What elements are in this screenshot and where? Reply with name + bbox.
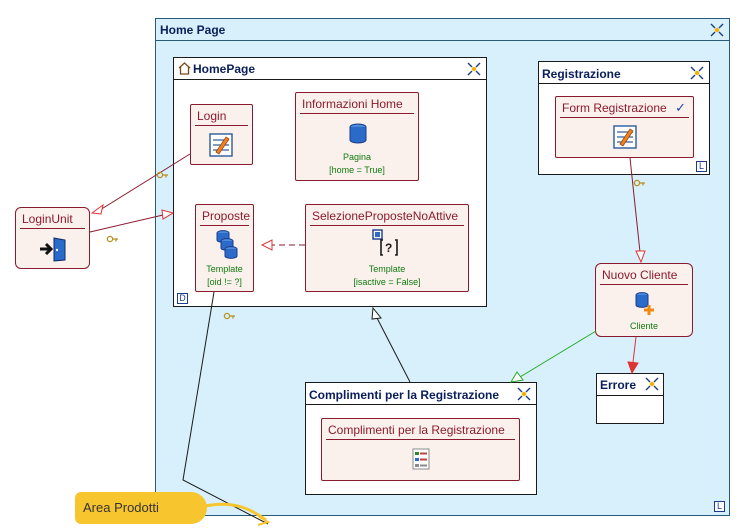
index-unit-icon: [216, 230, 238, 259]
selezione-entity: Template: [368, 264, 406, 274]
callout-arrowhead: [257, 515, 271, 526]
svg-text:?: ?: [385, 241, 392, 255]
entry-form-icon: [209, 133, 233, 157]
homepage-title: HomePage: [193, 62, 256, 76]
area-title: Home Page: [160, 23, 226, 37]
create-unit-icon: [635, 292, 654, 315]
landmark-icon: [690, 66, 704, 80]
unit-rule: [600, 284, 688, 285]
data-unit-icon: [349, 123, 367, 144]
unit-rule: [200, 225, 249, 226]
unit-rule: [195, 125, 248, 126]
landmark-icon: [645, 377, 659, 391]
complimenti-title: Complimenti per la Registrazione: [309, 388, 500, 402]
proposte-unit[interactable]: Proposte Template [oid != ?]: [195, 204, 254, 292]
nuovo-cliente-entity: Cliente: [629, 321, 658, 331]
errore-title-rule: [597, 395, 663, 396]
default-badge: D: [177, 293, 188, 304]
key-icon: [106, 235, 118, 243]
form-registrazione-title: Form Registrazione: [562, 101, 667, 115]
nuovo-cliente-title: Nuovo Cliente: [602, 268, 678, 282]
form-registrazione-unit[interactable]: Form Registrazione ✓: [555, 96, 694, 158]
multidata-unit-icon: [412, 448, 430, 470]
selezione-proposte-title: SelezioneProposteNoAttive: [312, 209, 459, 223]
informazioni-home-entity: Pagina: [342, 152, 372, 162]
selector-unit-icon: ?: [372, 229, 398, 256]
landmark-badge: L: [696, 161, 707, 172]
area-title-rule: [156, 40, 729, 41]
unit-rule: [326, 439, 515, 440]
registrazione-title-rule: [539, 83, 709, 84]
area-prodotti-label: Area Prodotti: [83, 500, 159, 515]
entry-form-icon: [613, 125, 637, 149]
selezione-proposte-unit[interactable]: SelezioneProposteNoAttive ? Template [is…: [305, 204, 469, 292]
informazioni-home-unit[interactable]: Informazioni Home Pagina [home = True]: [295, 92, 419, 181]
area-prodotti-callout[interactable]: Area Prodotti: [75, 492, 207, 524]
unit-rule: [20, 228, 85, 229]
outer-badge: L: [714, 501, 725, 512]
landmark-icon: [467, 62, 481, 76]
complimenti-title-rule: [306, 404, 536, 405]
landmark-icon: [517, 387, 531, 401]
proposte-entity: Template: [206, 264, 243, 274]
informazioni-home-condition: [home = True]: [329, 165, 385, 175]
unit-rule: [560, 117, 689, 118]
landmark-icon: [710, 23, 724, 37]
login-operation-title: LoginUnit: [22, 212, 73, 226]
proposte-condition: [oid != ?]: [207, 277, 242, 287]
homepage-title-rule: [174, 79, 486, 80]
nuovo-cliente-unit[interactable]: Nuovo Cliente Cliente: [595, 263, 693, 337]
proposte-unit-title: Proposte: [202, 209, 251, 223]
login-door-icon: [40, 237, 66, 262]
home-icon: [178, 62, 191, 75]
informazioni-home-title: Informazioni Home: [302, 97, 403, 111]
complimenti-unit-title: Complimenti per la Registrazione: [328, 423, 505, 437]
unit-rule: [310, 225, 464, 226]
registrazione-title: Registrazione: [542, 67, 621, 81]
errore-page[interactable]: Errore: [596, 373, 664, 424]
errore-title: Errore: [600, 378, 637, 392]
selezione-condition: [isactive = False]: [353, 277, 421, 287]
checkmark-icon: ✓: [675, 100, 686, 115]
login-unit[interactable]: Login: [190, 104, 253, 165]
complimenti-unit[interactable]: Complimenti per la Registrazione: [321, 418, 520, 481]
login-unit-title: Login: [197, 109, 227, 123]
login-operation-unit[interactable]: LoginUnit: [15, 207, 90, 269]
unit-rule: [300, 113, 414, 114]
